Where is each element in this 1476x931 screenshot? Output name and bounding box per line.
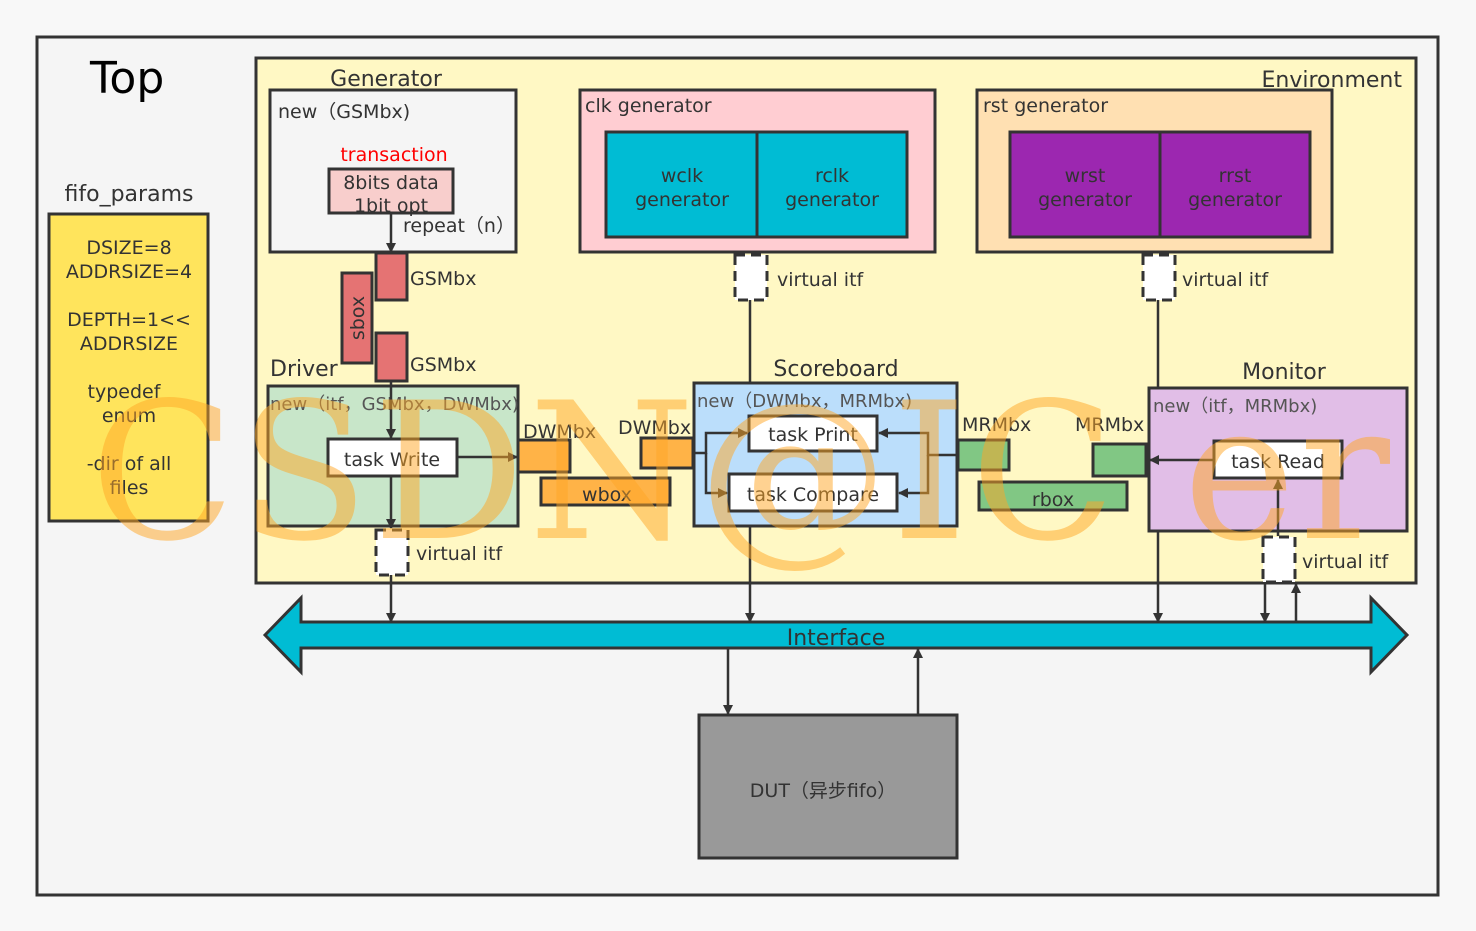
monitor-vif [1261,535,1297,584]
mrmbx-2-label: MRMbx [1075,414,1144,436]
transaction-line: 1bit opt [354,195,428,217]
rbox [977,480,1129,512]
driver-title: Driver [270,357,339,382]
arrow [878,428,957,457]
rrst-generator [1158,130,1312,239]
wclk-label: wclk [661,165,703,187]
fifo-param-line: enum [102,405,156,427]
sbox-label: sbox [347,296,369,340]
fifo-params-box [47,212,210,523]
generator-title: Generator [330,67,443,92]
driver-vif [374,528,410,577]
task-print-label: task Print [768,424,858,446]
wrst-generator [1008,130,1162,239]
rst-vif-label: virtual itf [1182,269,1270,291]
wclk-label: generator [635,189,729,211]
wrst-label: wrst [1065,165,1106,187]
fifo-param-line: ADDRSIZE [80,333,178,355]
driver-new-label: new（itf，GSMbx，DWMbx) [270,394,519,415]
driver-vif-label: virtual itf [416,543,504,565]
arrow [704,453,728,498]
rrst-label: rrst [1219,165,1252,187]
task-read [1212,439,1344,480]
wbox-label: wbox [582,484,632,506]
interface-label: Interface [787,626,886,651]
monitor-title: Monitor [1242,360,1327,385]
task-read-label: task Read [1231,451,1325,473]
fifo-param-line: -dir of all [87,453,172,475]
wbox [539,476,672,507]
top-title: Top [89,53,164,104]
rclk-label: rclk [815,165,849,187]
clk-vif-label: virtual itf [777,269,865,291]
dwmbx-1-label: DWMbx [523,421,596,443]
rrst-label: generator [1188,189,1282,211]
clk-vif [733,253,769,302]
dwmbx-2-label: DWMbx [618,417,691,439]
transaction-line: 8bits data [343,172,439,194]
scoreboard-new-label: new（DWMbx，MRMbx) [697,391,912,412]
dut-box [697,713,959,860]
wrst-label: generator [1038,189,1132,211]
monitor-new-label: new（itf，MRMbx) [1153,396,1317,417]
task-write [326,437,459,478]
fifo-param-line: ADDRSIZE=4 [66,261,192,283]
rst-generator-title: rst generator [983,95,1108,117]
transaction-box [327,167,455,215]
monitor-vif-label: virtual itf [1302,551,1390,573]
task-compare-label: task Compare [747,484,879,506]
fifo-param-line: files [110,477,149,499]
fifo-param-line: typedef [88,381,162,403]
transaction-label: transaction [340,144,447,166]
watermark: CSDN@IC er [90,362,1390,583]
task-print [747,414,879,453]
generator-new-label: new（GSMbx) [278,101,410,123]
gsmbx-1 [374,251,409,302]
fifo-param-line: DEPTH=1<< [67,309,191,331]
gsmbx-2 [374,331,409,383]
arrow [694,428,748,455]
mrmbx-1-label: MRMbx [962,414,1031,436]
task-compare [727,472,899,513]
rst-vif [1141,253,1177,302]
arrow [898,455,930,498]
rclk-label: generator [785,189,879,211]
sbox [340,271,374,365]
fifo-params-title: fifo_params [65,182,194,207]
interface-bus [262,594,1410,676]
fifo-param-line: DSIZE=8 [86,237,171,259]
mrmbx-1 [956,438,1011,472]
repeat-label: repeat（n） [403,215,515,237]
scoreboard-title: Scoreboard [773,357,898,382]
gsmbx-1-label: GSMbx [410,268,476,290]
dut-label: DUT（异步fifo） [750,780,896,802]
task-write-label: task Write [344,449,440,471]
gsmbx-2-label: GSMbx [410,354,476,376]
rclk-generator [755,130,909,239]
dwmbx-1 [516,438,572,474]
mrmbx-2 [1091,442,1148,478]
rbox-label: rbox [1032,489,1074,511]
clk-generator-title: clk generator [585,95,712,117]
